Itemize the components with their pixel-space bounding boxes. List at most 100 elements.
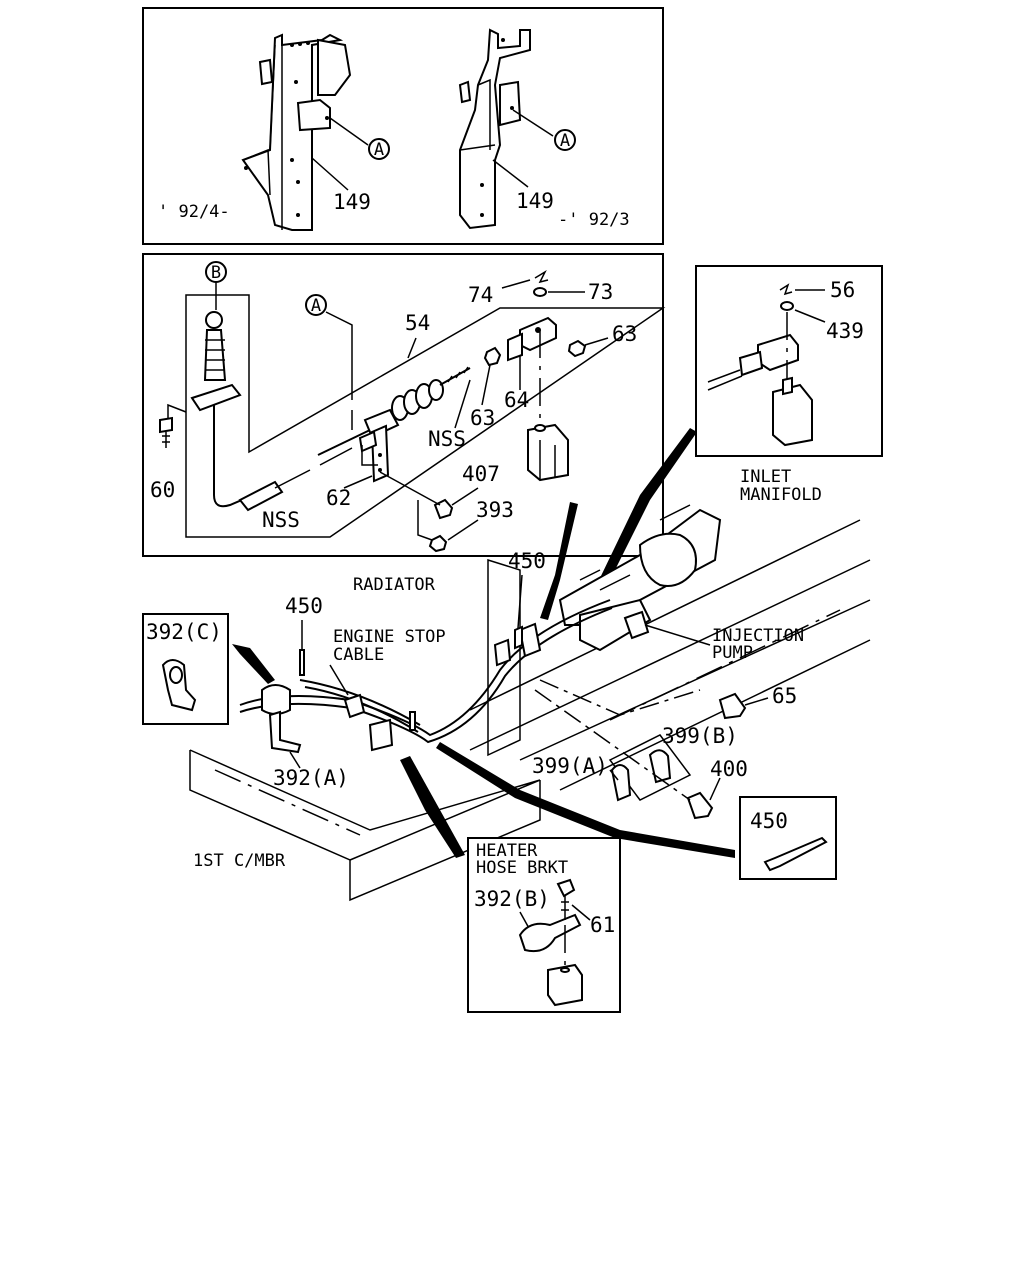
leader-400 xyxy=(709,777,721,801)
radiator-panel xyxy=(487,558,521,757)
wedge-392c xyxy=(232,644,275,684)
label-439: 439 xyxy=(826,319,864,343)
label-63-mid: 63 xyxy=(470,406,495,430)
leader-62b xyxy=(343,475,373,489)
clamp-392a-drawing xyxy=(268,710,302,754)
callout-b: B xyxy=(211,263,221,283)
heater-bracket-hole xyxy=(560,967,570,973)
label-64: 64 xyxy=(504,388,529,412)
label-heater-1: HEATER xyxy=(476,841,538,861)
leader-149-right xyxy=(492,159,529,188)
inset-panel-heater-hose: HEATER HOSE BRKT 392(B) 61 xyxy=(467,837,621,1013)
label-61: 61 xyxy=(590,913,615,937)
clamp-399b-drawing xyxy=(648,749,672,784)
leader-62 xyxy=(361,445,378,466)
bolt-400-drawing xyxy=(686,791,714,820)
leader-61 xyxy=(571,904,591,921)
callout-a-mid: A xyxy=(311,296,321,316)
callout-a-right: A xyxy=(560,131,570,151)
label-radiator: RADIATOR xyxy=(353,575,436,595)
callout-a-left: A xyxy=(374,140,384,160)
label-nss-upper: NSS xyxy=(428,427,466,451)
leader-engine-stop xyxy=(329,664,349,696)
frame-rails xyxy=(469,519,871,791)
leader-450-top xyxy=(517,574,523,629)
callout-a-right-circle xyxy=(554,129,576,151)
axis-line-400 xyxy=(534,689,691,801)
top-panel-brackets: A 149 ' 92/4- A 149 -' 92/3 xyxy=(142,7,664,245)
bolt-61-head xyxy=(556,878,576,898)
crossmember-1st xyxy=(189,750,541,902)
label-injection-2: PUMP xyxy=(712,643,753,663)
bolt-65-drawing xyxy=(718,692,747,720)
label-149-right: 149 xyxy=(516,189,554,213)
leader-60 xyxy=(167,403,187,418)
cable-tie-450-drawing xyxy=(763,836,828,872)
label-inlet-1: INLET xyxy=(740,467,791,487)
label-393: 393 xyxy=(476,498,514,522)
crossmember-1st-top xyxy=(189,749,541,861)
bracket-64-drawing xyxy=(507,316,557,362)
main-assembly: RADIATOR INLET MANIFOLD INJECTION PUMP xyxy=(189,428,871,902)
leader-63-mid xyxy=(481,364,491,406)
leader-399a xyxy=(609,769,619,781)
label-engine-stop-1: ENGINE STOP xyxy=(333,627,446,647)
bolt-60-drawing xyxy=(159,416,173,448)
inset-panel-392c: 392(C) xyxy=(142,613,229,725)
label-63-right: 63 xyxy=(612,322,637,346)
bolt-61-shank xyxy=(561,896,569,920)
label-heater-2: HOSE BRKT xyxy=(476,858,568,878)
washer-73-drawing xyxy=(533,287,547,297)
nut-63-mid-drawing xyxy=(483,346,502,367)
label-450-top: 450 xyxy=(508,549,546,573)
heater-bracket-block xyxy=(547,963,583,1007)
clamp-392c-hole xyxy=(169,666,183,684)
label-407: 407 xyxy=(462,462,500,486)
leader-392a xyxy=(289,751,301,769)
leader-injection xyxy=(644,624,711,646)
label-65: 65 xyxy=(772,684,797,708)
clamp-62-drawing xyxy=(358,424,390,483)
nut-393-drawing xyxy=(428,534,448,553)
cable-boot-drawing xyxy=(317,366,471,456)
label-54: 54 xyxy=(405,311,430,335)
inset-panel-450: 450 xyxy=(739,796,837,880)
engine-manifold-drawing xyxy=(558,504,722,652)
wedge-heater-hose xyxy=(400,756,465,858)
leader-nss-upper xyxy=(454,379,471,429)
clip-74-drawing xyxy=(534,270,549,284)
clamp-392b-drawing xyxy=(518,913,582,953)
label-engine-stop-2: CABLE xyxy=(333,645,384,665)
wedge-450-inset xyxy=(436,742,735,858)
stop-knob-drawing xyxy=(190,311,353,512)
wedge-middle-panel xyxy=(540,502,578,620)
dash-to-65 xyxy=(539,679,701,716)
leader-65 xyxy=(744,697,769,706)
inset-panel-56-439: 56 439 xyxy=(695,265,883,457)
axis-line-407 xyxy=(379,471,441,506)
crossmember-dash xyxy=(214,769,361,836)
label-73: 73 xyxy=(588,280,613,304)
clamp-399a-drawing xyxy=(610,764,632,802)
leader-a-right xyxy=(512,109,554,137)
washer-439-drawing xyxy=(780,301,794,311)
bracket-149-right-drawing xyxy=(458,28,531,230)
leader-393-box xyxy=(417,500,433,541)
leader-54 xyxy=(407,337,417,359)
label-inlet-2: MANIFOLD xyxy=(740,485,822,505)
label-392c: 392(C) xyxy=(146,620,222,644)
leader-393 xyxy=(447,519,479,541)
wedge-inset-56 xyxy=(600,428,697,580)
middle-panel-cable: B 60 NSS A 54 xyxy=(142,253,666,557)
label-nss-lower: NSS xyxy=(262,508,300,532)
clip-56-drawing xyxy=(779,283,793,296)
cable-set-outline xyxy=(185,294,666,538)
top-panel-frame xyxy=(142,7,664,245)
callout-a-mid-circle xyxy=(305,294,327,316)
leader-74 xyxy=(501,279,531,289)
leader-439 xyxy=(794,309,826,323)
label-1st-cmbr: 1ST C/MBR xyxy=(193,851,286,871)
leader-407 xyxy=(451,487,479,506)
label-149-left: 149 xyxy=(333,190,371,214)
label-date-left: ' 92/4- xyxy=(158,202,230,222)
